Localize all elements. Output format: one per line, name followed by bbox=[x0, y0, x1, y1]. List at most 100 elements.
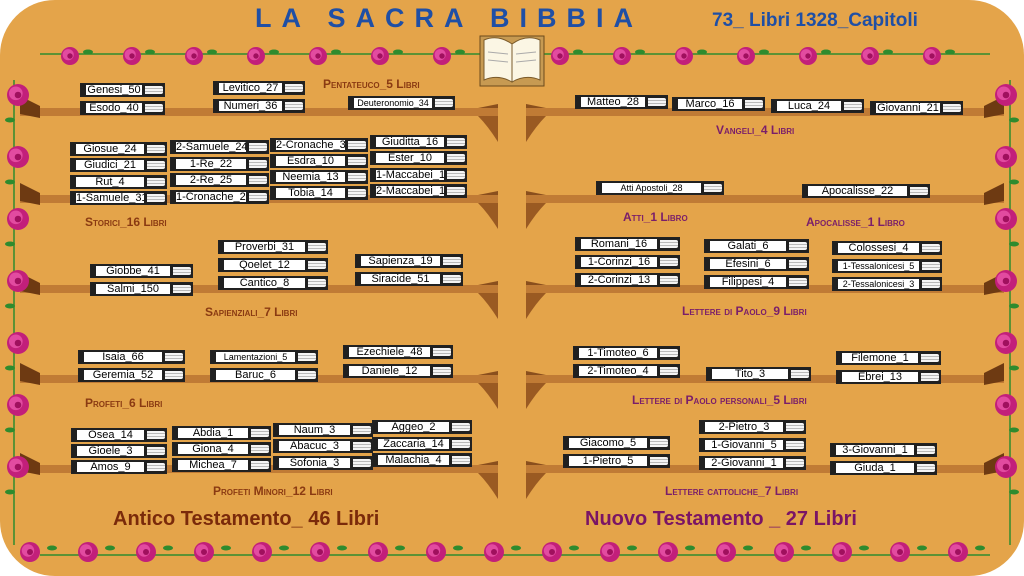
book-pages bbox=[433, 348, 451, 356]
book-title: Abdia_1 bbox=[178, 428, 248, 438]
book-title: Matteo_28 bbox=[581, 97, 645, 107]
book-title: Levitico_27 bbox=[219, 83, 282, 93]
book-pages bbox=[147, 463, 165, 471]
bible-book-spine: Sapienza_19 bbox=[355, 254, 463, 268]
book-title: Giuditta_16 bbox=[376, 137, 444, 147]
section-label-sapienziali: Sapienziali_7 Libri bbox=[205, 305, 298, 319]
book-title: Sofonia_3 bbox=[279, 458, 350, 468]
open-book-icon bbox=[479, 35, 545, 87]
section-label-storici: Storici_16 Libri bbox=[85, 215, 167, 229]
book-title: 1-Re_22 bbox=[176, 159, 246, 169]
bible-book-spine: 1-Timoteo_6 bbox=[573, 346, 680, 360]
book-title: 2-Cronache_36 bbox=[276, 140, 345, 150]
book-title: 1-Cronache_29 bbox=[176, 192, 246, 202]
book-pages bbox=[452, 440, 470, 448]
book-pages bbox=[298, 353, 316, 361]
book-pages bbox=[921, 373, 939, 381]
book-pages bbox=[435, 99, 453, 107]
book-title: 2-Samuele_24 bbox=[176, 142, 246, 152]
book-pages bbox=[353, 426, 371, 434]
book-title: Sapienza_19 bbox=[361, 256, 440, 266]
book-pages bbox=[447, 171, 465, 179]
bible-book-spine: 1-Maccabei_16 bbox=[370, 168, 467, 182]
bible-book-spine: 2-Pietro_3 bbox=[699, 420, 806, 434]
bible-book-spine: Apocalisse_22 bbox=[802, 184, 930, 198]
section-label-vangeli: Vangeli_4 Libri bbox=[716, 123, 795, 137]
bible-book-spine: 3-Giovanni_1 bbox=[830, 443, 937, 457]
book-pages bbox=[648, 98, 666, 106]
book-pages bbox=[660, 367, 678, 375]
book-pages bbox=[650, 439, 668, 447]
book-title: Apocalisse_22 bbox=[808, 186, 907, 196]
book-title: Siracide_51 bbox=[361, 274, 440, 284]
bible-book-spine: 2-Giovanni_1 bbox=[699, 456, 806, 470]
book-title: Zaccaria_14 bbox=[378, 439, 449, 449]
book-pages bbox=[786, 459, 804, 467]
book-title: Ezechiele_48 bbox=[349, 347, 430, 357]
book-pages bbox=[165, 353, 183, 361]
bible-book-spine: Marco_16 bbox=[672, 97, 765, 111]
book-title: 1-Pietro_5 bbox=[569, 456, 647, 466]
book-title: Esdra_10 bbox=[276, 156, 345, 166]
bible-book-spine: Tobia_14 bbox=[270, 186, 368, 200]
book-pages bbox=[308, 261, 326, 269]
book-title: Giudici_21 bbox=[76, 160, 144, 170]
book-title: Ester_10 bbox=[376, 153, 444, 163]
book-pages bbox=[147, 447, 165, 455]
book-pages bbox=[251, 429, 269, 437]
book-title: Neemia_13 bbox=[276, 172, 345, 182]
bible-book-spine: 2-Tessalonicesi_3 bbox=[832, 277, 942, 291]
shelf-bracket bbox=[526, 293, 546, 319]
book-pages bbox=[251, 461, 269, 469]
book-title: Numeri_36 bbox=[219, 101, 282, 111]
bible-book-spine: Romani_16 bbox=[575, 237, 680, 251]
bible-book-spine: Abdia_1 bbox=[172, 426, 271, 440]
book-title: 1-Timoteo_6 bbox=[579, 348, 657, 358]
bible-book-spine: 2-Samuele_24 bbox=[170, 140, 269, 154]
book-title: 1-Giovanni_5 bbox=[705, 440, 783, 450]
bible-book-spine: 2-Maccabei_15 bbox=[370, 184, 467, 198]
shelf-bracket bbox=[478, 383, 498, 409]
bible-book-spine: Tito_3 bbox=[706, 367, 811, 381]
page-title: LA SACRA BIBBIA bbox=[255, 3, 643, 33]
book-title: Filemone_1 bbox=[842, 353, 918, 363]
section-label-lettere-cattoliche: Lettere cattoliche_7 Libri bbox=[665, 484, 799, 498]
section-label-pentateuco: Pentateuco_5 Libri bbox=[323, 77, 420, 91]
bible-book-spine: Cantico_8 bbox=[218, 276, 328, 290]
book-title: 1-Samuele_31 bbox=[76, 193, 144, 203]
book-pages bbox=[165, 371, 183, 379]
book-title: Colossesi_4 bbox=[838, 243, 919, 253]
book-pages bbox=[145, 104, 163, 112]
book-title: 2-Re_25 bbox=[176, 175, 246, 185]
shelf-top-right bbox=[526, 195, 1004, 203]
bible-book-spine: Naum_3 bbox=[273, 423, 373, 437]
section-label-profeti: Profeti_6 Libri bbox=[85, 396, 163, 410]
bible-book-spine: Giona_4 bbox=[172, 442, 271, 456]
shelf-bracket bbox=[478, 116, 498, 142]
book-pages bbox=[353, 442, 371, 450]
bible-book-spine: Giovanni_21 bbox=[870, 101, 963, 115]
book-pages bbox=[443, 257, 461, 265]
book-title: 2-Maccabei_15 bbox=[376, 186, 444, 196]
book-pages bbox=[173, 267, 191, 275]
section-label-atti: Atti_1 Libro bbox=[623, 210, 688, 224]
bible-book-spine: Rut_4 bbox=[70, 175, 167, 189]
book-pages bbox=[660, 276, 678, 284]
book-title: Tito_3 bbox=[712, 369, 788, 379]
book-pages bbox=[147, 161, 165, 169]
bible-book-spine: Giuditta_16 bbox=[370, 135, 467, 149]
section-label-profeti-minori: Profeti Minori_12 Libri bbox=[213, 484, 333, 498]
book-title: Efesini_6 bbox=[710, 259, 786, 269]
bible-book-spine: Giobbe_41 bbox=[90, 264, 193, 278]
shelf-bracket bbox=[526, 383, 546, 409]
shelf-top-right bbox=[526, 285, 1004, 293]
book-title: Proverbi_31 bbox=[224, 242, 305, 252]
book-title: Naum_3 bbox=[279, 425, 350, 435]
book-title: Esodo_40 bbox=[86, 103, 142, 113]
book-pages bbox=[660, 240, 678, 248]
new-testament-heading: Nuovo Testamento _ 27 Libri bbox=[585, 508, 857, 530]
bible-book-spine: Michea_7 bbox=[172, 458, 271, 472]
book-title: 2-Tessalonicesi_3 bbox=[838, 279, 919, 289]
book-pages bbox=[249, 160, 267, 168]
bible-book-spine: Atti Apostoli_28 bbox=[596, 181, 724, 195]
